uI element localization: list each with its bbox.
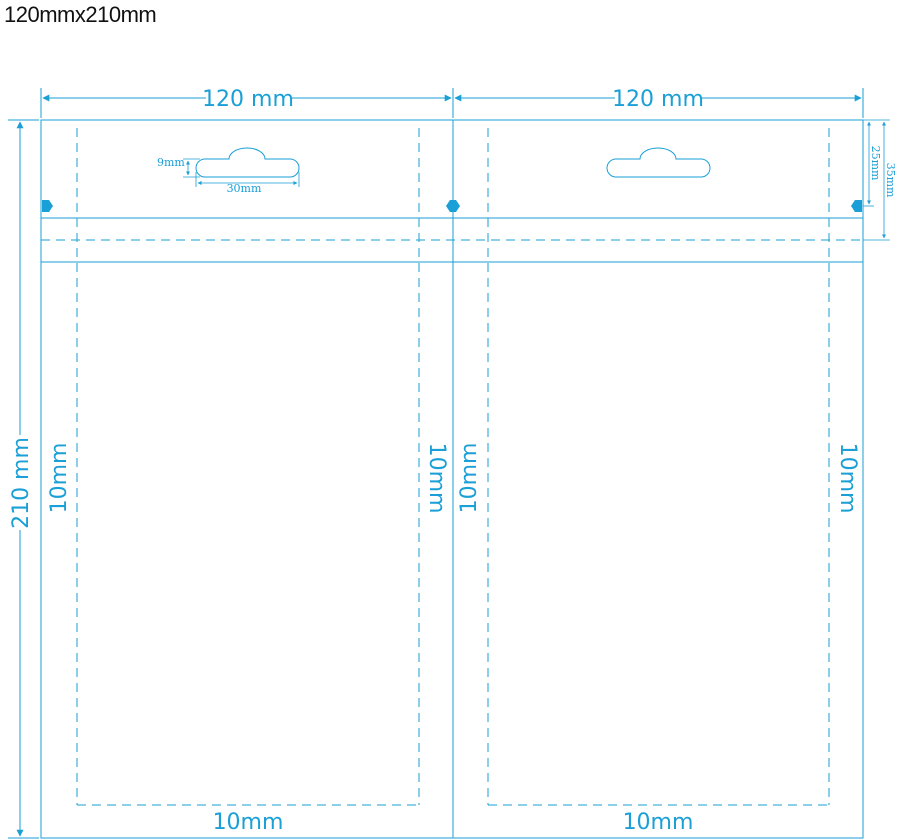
right-hang-hole: [606, 147, 711, 178]
right-notch: [851, 200, 862, 212]
height-label: 210 mm: [9, 437, 34, 529]
right-panel-outline: [452, 119, 864, 839]
offset-25-label: 25mm: [869, 146, 882, 181]
left-panel-left-margin-label: 10mm: [47, 443, 72, 514]
left-panel-right-margin-label: 10mm: [424, 443, 449, 514]
right-panel-bottom-margin-label: 10mm: [623, 810, 694, 835]
notch-markers: [42, 200, 862, 212]
offset-35-label: 35mm: [884, 163, 897, 198]
left-panel-outline: [40, 119, 454, 839]
hang-holes: [195, 147, 711, 178]
hole-dimensions: [183, 158, 300, 187]
safety-margins: [41, 128, 863, 806]
left-hang-hole: [195, 147, 300, 178]
right-panel-right-margin-label: 10mm: [835, 443, 860, 514]
panel-outlines: [40, 119, 864, 839]
center-notch: [446, 200, 460, 212]
hole-height-label: 9mm: [157, 156, 185, 169]
right-panel-left-margin-label: 10mm: [457, 443, 482, 514]
width-dimensions: [40, 88, 864, 118]
right-width-label: 120 mm: [612, 87, 704, 112]
left-notch: [42, 200, 53, 212]
height-dimension: [8, 119, 39, 839]
left-width-label: 120 mm: [202, 87, 294, 112]
left-panel-bottom-margin-label: 10mm: [213, 810, 284, 835]
page-title: 120mmx210mm: [4, 2, 157, 27]
top-offset-dimensions: [863, 119, 890, 241]
hole-width-label: 30mm: [227, 182, 262, 195]
